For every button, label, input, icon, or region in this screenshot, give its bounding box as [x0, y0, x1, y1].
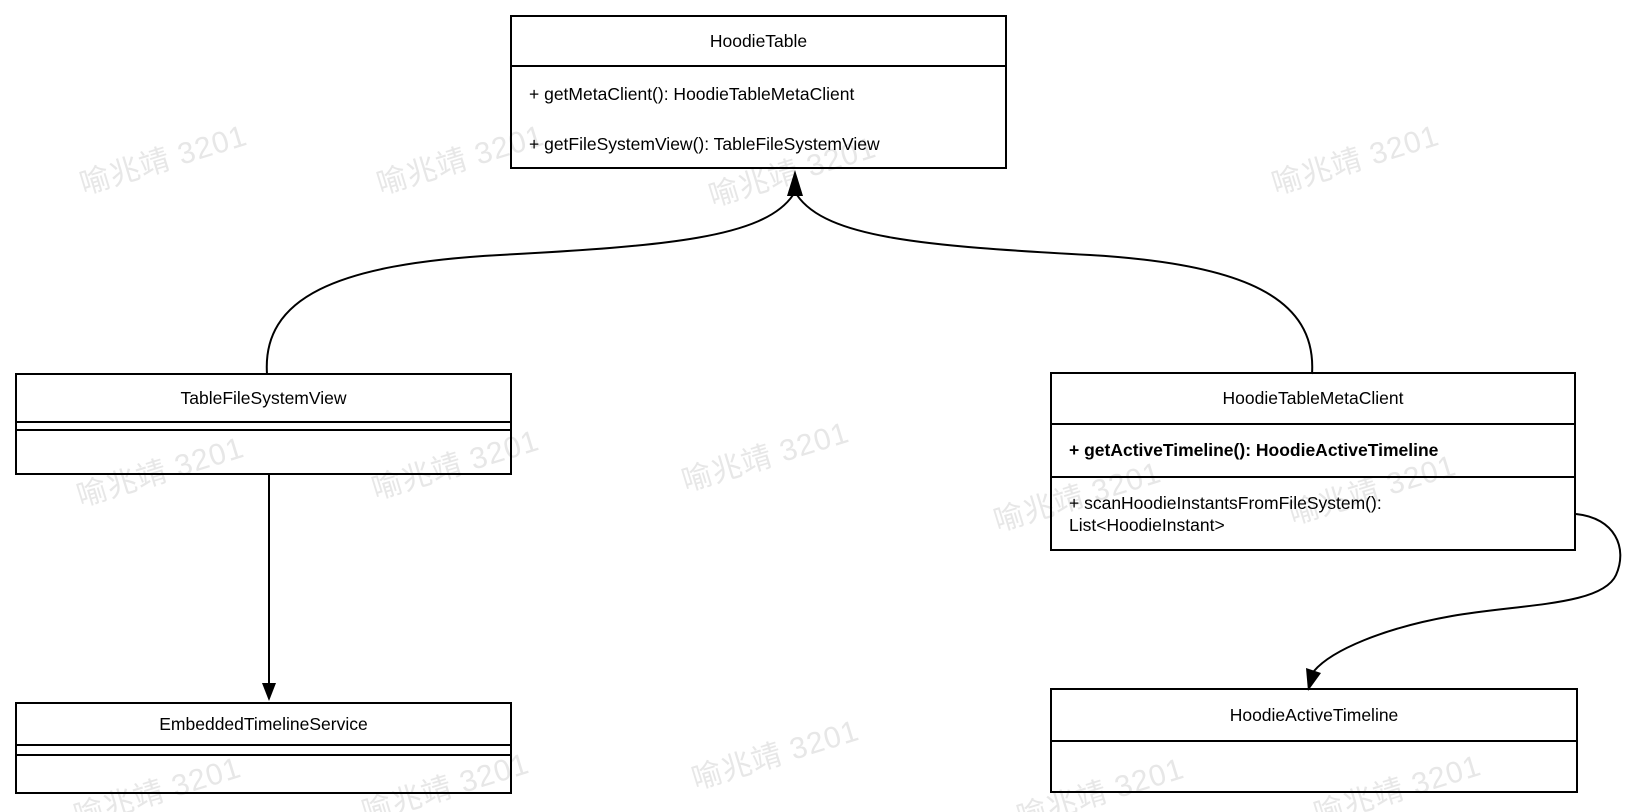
- method-get-file-system-view: + getFileSystemView(): TableFileSystemVi…: [529, 133, 880, 154]
- class-hoodie-table: HoodieTable + getMetaClient(): HoodieTab…: [510, 15, 1007, 169]
- arrowhead-down-icon: [262, 683, 276, 701]
- method-get-active-timeline: + getActiveTimeline(): HoodieActiveTimel…: [1052, 423, 1574, 476]
- class-attributes-compartment: [17, 744, 510, 754]
- class-hoodie-active-timeline: HoodieActiveTimeline: [1050, 688, 1578, 793]
- class-methods-compartment: + getMetaClient(): HoodieTableMetaClient…: [512, 65, 1005, 169]
- class-title: HoodieTableMetaClient: [1222, 388, 1404, 408]
- class-methods-compartment: [17, 429, 510, 473]
- edge-hoodietablemetaclient-to-hoodieactivetimeline: [1313, 513, 1622, 672]
- class-attributes-compartment: [17, 421, 510, 429]
- method-get-meta-client: + getMetaClient(): HoodieTableMetaClient: [529, 83, 855, 104]
- arrowhead-up-icon: [787, 170, 803, 196]
- class-hoodie-table-meta-client: HoodieTableMetaClient + getActiveTimelin…: [1050, 372, 1576, 551]
- edge-tablefilesystemview-to-hoodietable: [265, 194, 794, 375]
- method-text: + scanHoodieInstantsFromFileSystem(): Li…: [1069, 492, 1382, 535]
- class-table-file-system-view: TableFileSystemView: [15, 373, 512, 475]
- edge-hoodietablemetaclient-to-hoodietable: [796, 194, 1314, 375]
- class-methods-compartment: [17, 754, 510, 792]
- class-embedded-timeline-service: EmbeddedTimelineService: [15, 702, 512, 794]
- class-title: HoodieActiveTimeline: [1229, 704, 1399, 725]
- arrowhead-down-left-icon: [1306, 668, 1321, 691]
- class-title: TableFileSystemView: [180, 387, 347, 408]
- class-methods-compartment: [1052, 740, 1576, 791]
- class-title: EmbeddedTimelineService: [159, 713, 368, 734]
- method-scan-hoodie-instants: + scanHoodieInstantsFromFileSystem(): Li…: [1052, 476, 1574, 549]
- class-title: HoodieTable: [709, 30, 808, 51]
